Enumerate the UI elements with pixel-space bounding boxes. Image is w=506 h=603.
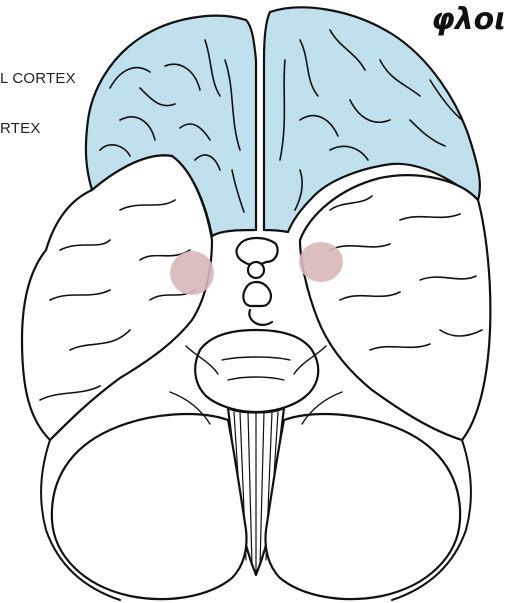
left-amygdala — [170, 251, 214, 295]
cortex-label-2: RTEX — [0, 120, 41, 137]
optic-chiasm — [237, 238, 278, 265]
page-title: φλοι — [431, 2, 506, 37]
pons — [195, 330, 318, 412]
cortex-label-1: L CORTEX — [0, 70, 76, 87]
right-cerebellum — [266, 414, 461, 599]
mammillary-bodies — [243, 282, 271, 306]
left-cerebellum — [52, 414, 247, 599]
right-temporal-lobe — [300, 175, 490, 440]
right-amygdala — [299, 242, 343, 282]
left-temporal-lobe — [22, 155, 212, 440]
